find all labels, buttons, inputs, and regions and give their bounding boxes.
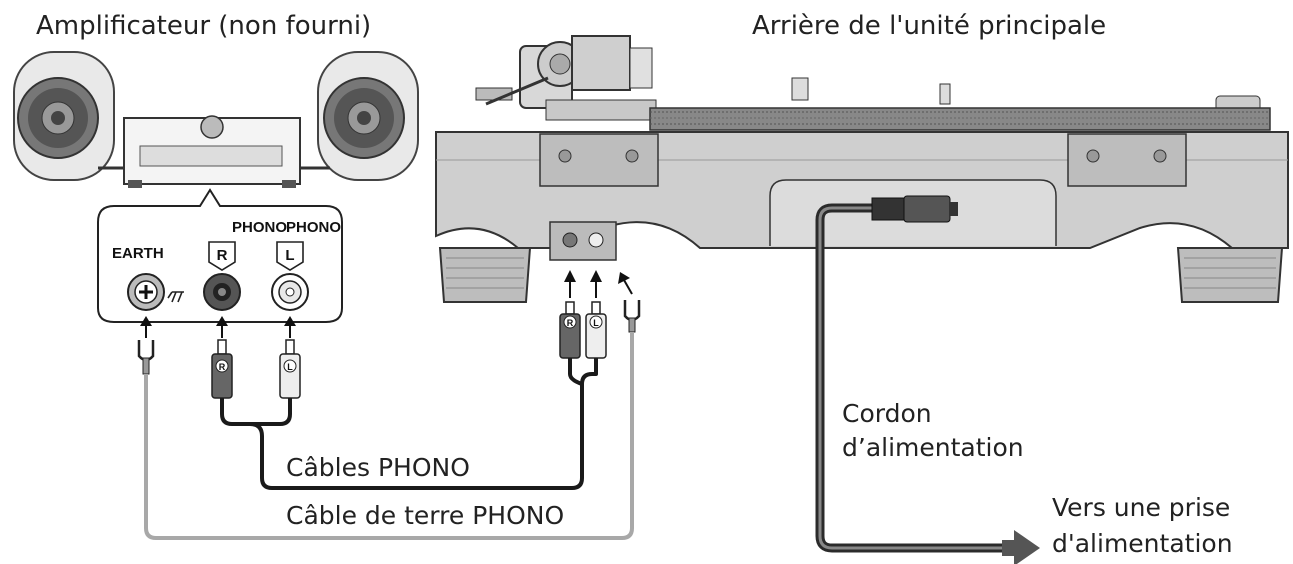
rca-plug-r-amp: R: [211, 339, 233, 399]
rca-plug-l-amp: L: [279, 339, 301, 399]
earth-spade-lug-turntable: [623, 300, 641, 333]
svg-text:R: R: [217, 247, 228, 264]
phono-label-right: PHONO: [286, 219, 341, 236]
earth-terminal: [127, 273, 165, 311]
outlet-arrow-icon: [1002, 530, 1040, 564]
svg-text:L: L: [287, 362, 293, 372]
rear-unit-title: Arrière de l'unité principale: [752, 11, 1106, 41]
earth-label: EARTH: [112, 245, 164, 262]
outlet-label-line1: Vers une prise: [1052, 493, 1230, 522]
phono-jack-r: [203, 273, 241, 311]
phono-jack-l: [271, 273, 309, 311]
rca-plug-r-turntable: R: [559, 301, 581, 359]
svg-text:L: L: [285, 247, 294, 264]
phono-signal-cable: [220, 358, 598, 490]
power-cord-label-line1: Cordon: [842, 399, 932, 428]
amp-connection-arrows: [140, 316, 296, 338]
phono-cables-label: Câbles PHONO: [286, 453, 470, 482]
ground-symbol-icon: [167, 291, 184, 303]
amplifier-title: Amplificateur (non fourni): [36, 11, 371, 41]
power-cord-label-line2: d’alimentation: [842, 433, 1024, 462]
svg-text:R: R: [567, 318, 574, 328]
earth-cable-label: Câble de terre PHONO: [286, 501, 564, 530]
svg-text:L: L: [593, 318, 599, 328]
turntable-rear: [435, 35, 1289, 303]
amplifier: [123, 115, 301, 188]
jack-r-marker: R: [208, 241, 236, 271]
turntable-connection-arrows: [564, 270, 633, 298]
right-speaker: [317, 51, 419, 181]
svg-text:R: R: [219, 362, 226, 372]
power-cord: [815, 195, 1004, 553]
phono-label-left: PHONO: [232, 219, 287, 236]
jack-l-marker: L: [276, 241, 304, 271]
earth-spade-lug-amp: [137, 340, 155, 375]
left-speaker: [13, 51, 115, 181]
rca-plug-l-turntable: L: [585, 301, 607, 359]
outlet-label-line2: d'alimentation: [1052, 529, 1233, 558]
phono-earth-cable: [144, 332, 634, 540]
